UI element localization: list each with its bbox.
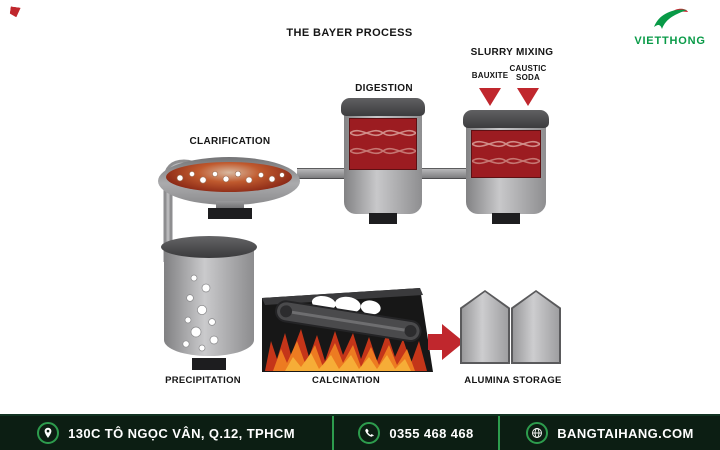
silo-right (511, 290, 561, 364)
pipe-digestion-slurry (419, 168, 469, 179)
label-caustic-soda: CAUSTIC SODA (509, 64, 547, 83)
footer-phone: 0355 468 468 (334, 416, 498, 450)
globe-icon (526, 422, 549, 444)
precipitation-tank (161, 236, 257, 370)
footer-website: BANGTAIHANG.COM (500, 416, 720, 450)
caustic-input-arrow-icon (517, 88, 539, 106)
brand-name: VIETTHONG (634, 35, 706, 47)
label-bauxite: BAUXITE (471, 71, 509, 80)
phone-icon (358, 422, 381, 444)
clarification-bubbles-icon (176, 170, 285, 184)
kiln-conveyor (275, 295, 422, 343)
label-precipitation: PRECIPITATION (165, 375, 241, 386)
alumina-silos (460, 290, 561, 364)
footer-divider (498, 416, 500, 450)
corner-brand-mark (9, 6, 20, 17)
digestion-tank-lid (341, 98, 425, 116)
silo-left-face (462, 292, 508, 362)
brand-leaf-icon (654, 8, 688, 29)
location-pin-icon (37, 422, 60, 444)
clarification-base (208, 208, 252, 219)
silo-left (460, 290, 510, 364)
label-clarification: CLARIFICATION (189, 136, 271, 147)
brand-logo: VIETTHONG (630, 6, 710, 47)
digestion-liquid (349, 118, 417, 170)
footer-bar: 130C TÔ NGỌC VÂN, Q.12, TPHCM 0355 468 4… (0, 414, 720, 450)
footer-website-text: BANGTAIHANG.COM (557, 425, 694, 441)
footer-divider (332, 416, 334, 450)
footer-address-text: 130C TÔ NGỌC VÂN, Q.12, TPHCM (68, 425, 295, 441)
slurry-tank-base (492, 213, 520, 224)
label-slurry-mixing: SLURRY MIXING (470, 47, 554, 58)
slurry-tank-lid (463, 110, 549, 128)
clarification-funnel (216, 201, 244, 209)
precipitation-bubbles-icon (182, 274, 219, 352)
footer-phone-text: 0355 468 468 (389, 425, 474, 441)
silo-right-face (513, 292, 559, 362)
footer-address: 130C TÔ NGỌC VÂN, Q.12, TPHCM (0, 416, 332, 450)
label-digestion: DIGESTION (355, 83, 413, 94)
pipe-clarification-digestion (297, 168, 347, 179)
slurry-mixing-tank (463, 110, 549, 224)
label-alumina-storage: ALUMINA STORAGE (464, 375, 562, 386)
diagram-title: THE BAYER PROCESS (286, 27, 413, 39)
liquid-waves-icon (472, 140, 540, 165)
flow-arrow-icon (428, 324, 464, 360)
slurry-liquid (471, 130, 541, 178)
liquid-waves-icon (350, 129, 416, 155)
precipitation-tank-body (164, 247, 254, 356)
digestion-tank-base (369, 213, 397, 224)
digestion-tank (341, 98, 425, 224)
precipitation-tank-lid (161, 236, 257, 258)
precipitation-tank-base (192, 358, 226, 370)
calcination-kiln (262, 288, 433, 372)
bauxite-input-arrow-icon (479, 88, 501, 106)
label-calcination: CALCINATION (311, 375, 381, 386)
